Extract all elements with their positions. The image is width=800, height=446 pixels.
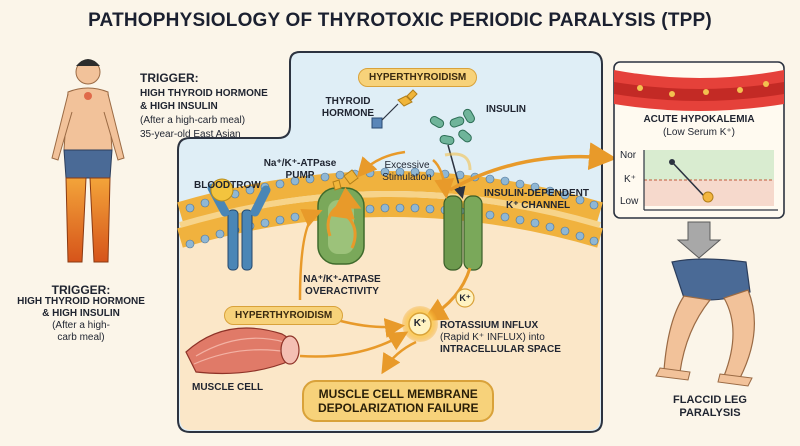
patient-demographic: 35-year-old East Asian (140, 129, 241, 140)
meal-note: (After a high-carb meal) (140, 115, 246, 126)
overactivity-label: NA⁺/K⁺-ATPASE OVERACTIVITY (290, 274, 394, 298)
patient-figure (51, 59, 125, 263)
failure-line2: DEPOLARIZATION FAILURE (318, 401, 479, 415)
chart-label-low: Low (620, 196, 639, 207)
left-trigger-heading: TRIGGER: (51, 283, 111, 297)
thyroid-hormone-molecules (332, 89, 418, 191)
insulin-molecules (429, 108, 475, 146)
pump-line1: Na⁺/K⁺-ATPase (263, 158, 337, 169)
left-trigger-line3: (After a high- (52, 320, 110, 331)
k-ion-small: K⁺ (459, 293, 471, 303)
normal-band (644, 150, 774, 180)
pump-label: Na⁺/K⁺-ATPase PUMP (260, 158, 340, 182)
channel-line1: INSULIN-DEPENDENT (484, 188, 590, 199)
k-ion-big: K⁺ (413, 318, 427, 329)
overactivity-line1: NA⁺/K⁺-ATPASE (303, 274, 381, 285)
k-ion-small-circle (455, 288, 475, 308)
paralysis-label: FLACCID LEG PARALYSIS (640, 394, 780, 420)
k-channel (443, 195, 483, 271)
paralyzed-legs-illustration (655, 258, 755, 387)
excessive-stimulation-label: Excessive Stimulation (372, 160, 442, 184)
muscle-cell-label: MUSCLE CELL (192, 382, 264, 393)
thyroid-hormone-line2: HORMONE (321, 108, 375, 119)
insulin-label: INSULIN (486, 104, 526, 115)
depolarization-failure-box: MUSCLE CELL MEMBRANE DEPOLARIZATION FAIL… (302, 380, 495, 422)
channel-label: INSULIN-DEPENDENT K⁺ CHANNEL (484, 188, 589, 212)
potassium-trend-line (671, 161, 705, 197)
left-trigger-block: TRIGGER: HIGH THYROID HORMONE & HIGH INS… (6, 284, 156, 344)
chart-label-nor: Nor (620, 150, 637, 161)
pump-line2: PUMP (285, 170, 315, 181)
overactivity-line2: OVERACTIVITY (305, 286, 379, 297)
cell-interior (180, 199, 600, 430)
influx-line1: ROTASSIUM INFLUX (440, 320, 539, 331)
paralysis-line2: PARALYSIS (679, 407, 741, 419)
thyroid-hormone-label: THYROID HORMONE (318, 96, 378, 120)
muscle-fiber-illustration (185, 327, 300, 375)
chart-label-k: K⁺ (624, 174, 636, 185)
hypokalemia-panel (613, 61, 785, 219)
trigger-line2: & HIGH INSULIN (140, 101, 218, 112)
influx-line3: INTRACELLULAR SPACE (440, 344, 561, 355)
page-title: PATHOPHYSIOLOGY OF THYROTOXIC PERIODIC P… (88, 10, 712, 31)
influx-line2: (Rapid K⁺ INFLUX) into (440, 332, 545, 343)
left-trigger-line4: carb meal) (57, 332, 105, 343)
excessive-line1: Excessive (384, 160, 430, 171)
trigger-heading: TRIGGER: (140, 71, 199, 85)
arrow-to-paralysis (676, 221, 722, 259)
influx-label: ROTASSIUM INFLUX (Rapid K⁺ INFLUX) into … (440, 320, 561, 356)
excessive-line2: Stimulation (382, 172, 432, 183)
receptor-protein (207, 178, 271, 271)
hypokalemia-subheading: (Low Serum K⁺) (663, 127, 735, 138)
channel-line2: K⁺ CHANNEL (506, 200, 571, 211)
bloodstream-label: BLOODTROW (194, 180, 261, 191)
trigger-line1: HIGH THYROID HORMONE (140, 88, 268, 99)
na-k-pump (317, 187, 365, 265)
paralysis-line1: FLACCID LEG (673, 394, 747, 406)
thyroid-hormone-line1: THYROID (325, 96, 371, 107)
hyperthyroidism-mid-pill: HYPERTHYROIDISM (224, 306, 344, 325)
hypokalemia-heading: ACUTE HYPOKALEMIA (643, 114, 755, 125)
hyperthyroidism-top-pill: HYPERTHYROIDISM (358, 68, 478, 87)
left-trigger-line1: HIGH THYROID HORMONE (17, 296, 145, 307)
failure-line1: MUSCLE CELL MEMBRANE (318, 387, 478, 401)
left-trigger-line2: & HIGH INSULIN (42, 308, 120, 319)
